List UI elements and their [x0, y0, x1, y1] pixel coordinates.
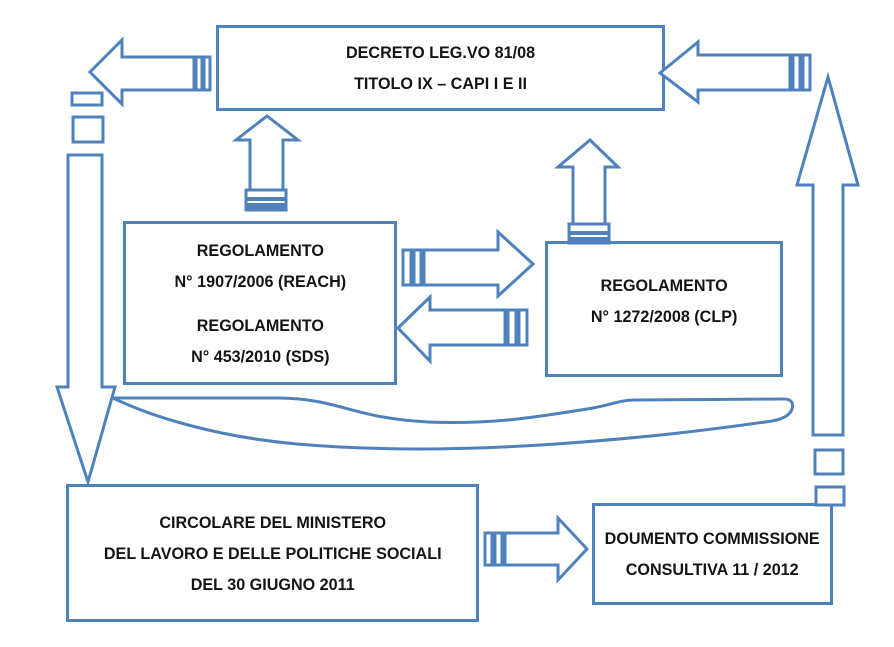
left-down-arrow-icon	[54, 91, 117, 488]
box-circolare-text: CIRCOLARE DEL MINISTERO DEL LAVORO E DEL…	[104, 507, 442, 600]
box-circolare-ministero: CIRCOLARE DEL MINISTERO DEL LAVORO E DEL…	[66, 484, 479, 622]
box-reach-line3: REGOLAMENTO	[196, 315, 324, 335]
box-decreto-81-08: DECRETO LEG.VO 81/08 TITOLO IX – CAPI I …	[216, 25, 665, 111]
box-circolare-line3: DEL 30 GIUGNO 2011	[190, 574, 355, 594]
circolare-to-commissione-arrow-icon	[483, 514, 590, 584]
box-commissione-line1: DOUMENTO COMMISSIONE	[604, 529, 821, 548]
box-clp-text: REGOLAMENTO N° 1272/2008 (CLP)	[591, 270, 738, 332]
box-circolare-line1: CIRCOLARE DEL MINISTERO	[159, 512, 386, 532]
box-commissione-line2: CONSULTIVA 11 / 2012	[626, 560, 799, 579]
reach-to-clp-arrow-icon	[401, 228, 536, 300]
clp-to-decreto-arrow-icon	[553, 137, 622, 245]
curved-band-icon	[112, 396, 795, 451]
box-documento-commissione: DOUMENTO COMMISSIONE CONSULTIVA 11 / 201…	[592, 503, 833, 605]
box-regolamento-reach-sds: REGOLAMENTO N° 1907/2006 (REACH) REGOLAM…	[123, 221, 397, 385]
box-clp-line2: N° 1272/2008 (CLP)	[590, 307, 738, 326]
box-regolamento-clp: REGOLAMENTO N° 1272/2008 (CLP)	[545, 241, 783, 377]
reach-to-decreto-arrow-icon	[231, 114, 303, 212]
right-up-arrow-icon	[795, 71, 860, 507]
box-reach-line2: N° 1907/2006 (REACH)	[174, 271, 346, 291]
box-decreto-text: DECRETO LEG.VO 81/08 TITOLO IX – CAPI I …	[346, 37, 535, 99]
top-right-arrow-icon	[657, 38, 812, 106]
box-decreto-line1: DECRETO LEG.VO 81/08	[345, 43, 536, 62]
box-reach-line1: REGOLAMENTO	[196, 240, 324, 260]
box-reach-line4: N° 453/2010 (SDS)	[190, 346, 330, 366]
box-reach-text: REGOLAMENTO N° 1907/2006 (REACH) REGOLAM…	[174, 235, 346, 372]
box-commissione-text: DOUMENTO COMMISSIONE CONSULTIVA 11 / 201…	[605, 523, 820, 585]
box-clp-line1: REGOLAMENTO	[600, 276, 728, 295]
box-decreto-line2: TITOLO IX – CAPI I E II	[354, 74, 527, 93]
top-left-arrow-icon	[87, 36, 212, 108]
clp-to-reach-arrow-icon	[395, 293, 529, 365]
box-circolare-line2: DEL LAVORO E DELLE POLITICHE SOCIALI	[103, 543, 442, 563]
